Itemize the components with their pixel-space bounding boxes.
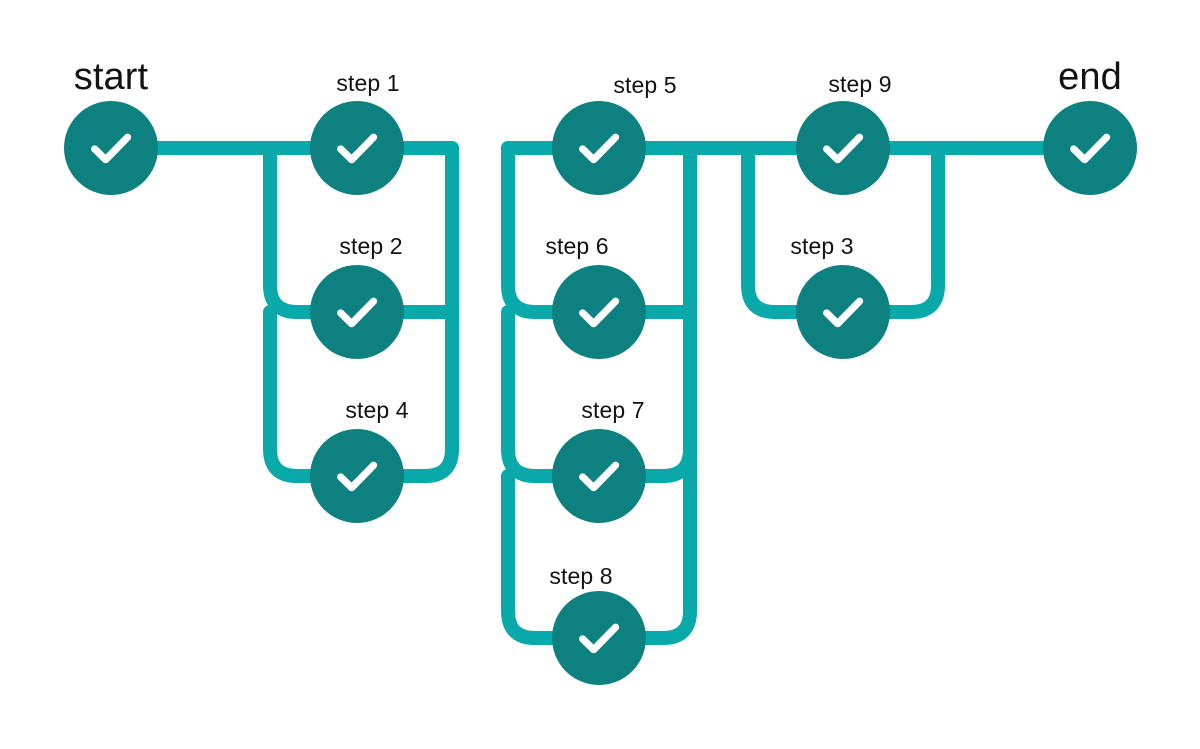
check-icon xyxy=(1070,133,1111,164)
node-step6[interactable] xyxy=(552,265,646,359)
node-step5[interactable] xyxy=(552,101,646,195)
node-label-step3: step 3 xyxy=(790,233,854,259)
connector-path xyxy=(501,141,697,319)
node-label-step2: step 2 xyxy=(339,233,403,259)
node-step7[interactable] xyxy=(552,429,646,523)
check-icon xyxy=(579,133,620,164)
node-label-step6: step 6 xyxy=(545,233,609,259)
check-icon xyxy=(579,461,620,492)
node-label-start: start xyxy=(73,56,149,98)
check-icon xyxy=(337,133,378,164)
check-icon xyxy=(823,297,864,328)
node-step3[interactable] xyxy=(796,265,890,359)
node-end[interactable] xyxy=(1043,101,1137,195)
node-label-step1: step 1 xyxy=(336,70,400,96)
node-step9[interactable] xyxy=(796,101,890,195)
node-label-step8: step 8 xyxy=(549,563,613,589)
node-start[interactable] xyxy=(64,101,158,195)
check-icon xyxy=(823,133,864,164)
node-label-end: end xyxy=(1058,56,1122,98)
node-step4[interactable] xyxy=(310,429,404,523)
check-icon xyxy=(337,297,378,328)
node-label-step9: step 9 xyxy=(828,71,892,97)
check-icon xyxy=(579,623,620,654)
node-label-step4: step 4 xyxy=(345,397,409,423)
node-label-step5: step 5 xyxy=(613,72,677,98)
node-label-step7: step 7 xyxy=(581,397,645,423)
check-icon xyxy=(579,297,620,328)
node-step8[interactable] xyxy=(552,591,646,685)
node-step2[interactable] xyxy=(310,265,404,359)
check-icon xyxy=(91,133,132,164)
node-step1[interactable] xyxy=(310,101,404,195)
check-icon xyxy=(337,461,378,492)
connector-path xyxy=(263,141,459,319)
